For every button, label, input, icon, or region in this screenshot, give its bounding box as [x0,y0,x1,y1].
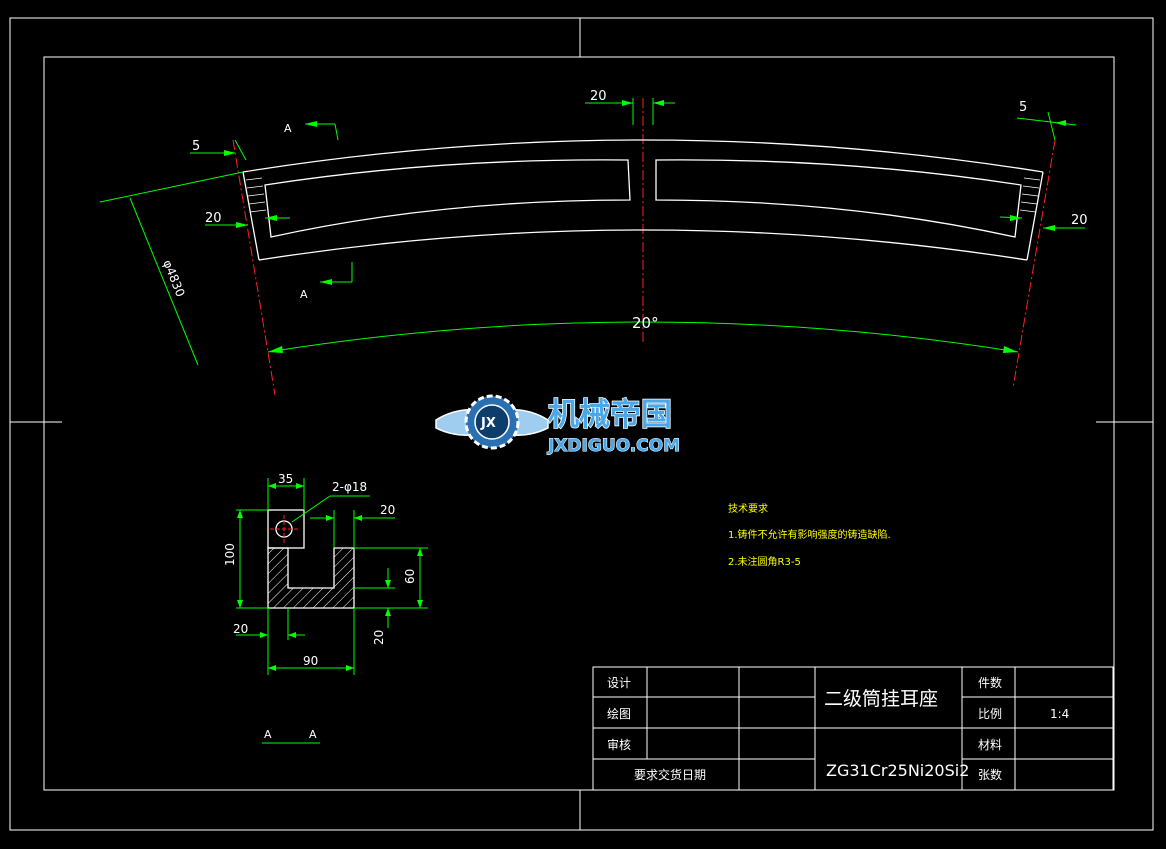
tech-notes: 技术要求 1.铸件不允许有影响强度的铸造缺陷. 2.未注圆角R3-5 [728,502,891,568]
dim-end-offset-right: 5 [1019,100,1027,115]
dim-60: 60 [403,569,417,584]
dim-100: 100 [223,543,237,566]
scale-value: 1:4 [1050,707,1069,721]
tech-note-1: 1.铸件不允许有影响强度的铸造缺陷. [728,528,891,541]
plan-view: 20 5 5 20 20 20° A A φ4830 [99,89,1088,396]
end-block-hatch-left [245,177,267,213]
label-draw: 绘图 [607,706,631,721]
label-scale: 比例 [978,707,1002,721]
dim-rim-right: 20 [1071,213,1088,228]
section-mark-bottom: A [300,288,308,301]
inner-border [43,56,1115,791]
plan-centerlines [232,98,1056,396]
sheet-frame [9,17,1154,831]
end-block-hatch-right [1019,177,1041,213]
curved-bracket-outline [242,139,1044,261]
part-name: 二级筒挂耳座 [824,688,938,710]
brand-en: JXDIGUO.COM [547,436,680,456]
dim-angle: 20° [632,314,659,332]
left-end-edge [242,171,260,261]
label-design: 设计 [607,676,631,690]
outer-border [9,17,1154,831]
right-end-edge [1026,171,1044,261]
label-review: 审核 [607,737,631,752]
label-sheets: 张数 [978,767,1002,782]
dim-holes: 2-φ18 [332,480,367,494]
section-mark-top: A [284,122,292,135]
dim-90: 90 [303,654,318,668]
outer-arc [242,139,1044,173]
dim-rim-left: 20 [205,211,222,226]
dim-20-left: 20 [233,622,248,636]
watermark-logo: JX 机械帝国 JXDIGUO.COM [435,394,681,457]
dim-diameter: φ4830 [160,258,187,299]
title-block-texts: 设计 绘图 审核 要求交货日期 二级筒挂耳座 ZG31Cr25Ni20Si2 件… [607,675,1069,782]
gear-logo-icon: JX [435,394,549,450]
section-dimension-texts: 35 2-φ18 20 100 60 20 20 90 A A [223,472,417,741]
label-material: 材料 [978,738,1002,752]
section-view: 35 2-φ18 20 100 60 20 20 90 A A [223,472,428,744]
slot-right [655,159,1022,238]
dim-end-offset-left: 5 [192,139,200,154]
title-block: 设计 绘图 审核 要求交货日期 二级筒挂耳座 ZG31Cr25Ni20Si2 件… [592,666,1114,791]
section-label-right: A [309,728,317,741]
plan-arrowheads [224,100,1066,353]
inner-arc [258,229,1028,261]
dim-20-top: 20 [380,503,395,517]
u-channel-section [267,547,355,609]
plan-dimension-texts: 20 5 5 20 20 20° A A φ4830 [160,89,1087,332]
material-value: ZG31Cr25Ni20Si2 [826,761,969,780]
section-arrowheads [237,483,423,671]
centerline-right [1012,139,1056,389]
label-qty: 件数 [978,675,1002,690]
label-delivery-date: 要求交货日期 [634,767,706,782]
title-block-grid [592,666,1114,791]
section-label-left: A [264,728,272,741]
dim-slot-width: 20 [590,89,607,104]
dim-35: 35 [278,472,293,486]
centerline-left [232,139,276,396]
hole-centerlines [270,515,298,543]
brand-cn: 机械帝国 [548,397,672,433]
tech-notes-title: 技术要求 [728,502,768,515]
lug [267,509,305,549]
logo-letters: JX [480,416,496,431]
dim-20-right: 20 [372,630,386,645]
slot-left [264,159,631,238]
tech-note-2: 2.未注圆角R3-5 [728,555,801,568]
